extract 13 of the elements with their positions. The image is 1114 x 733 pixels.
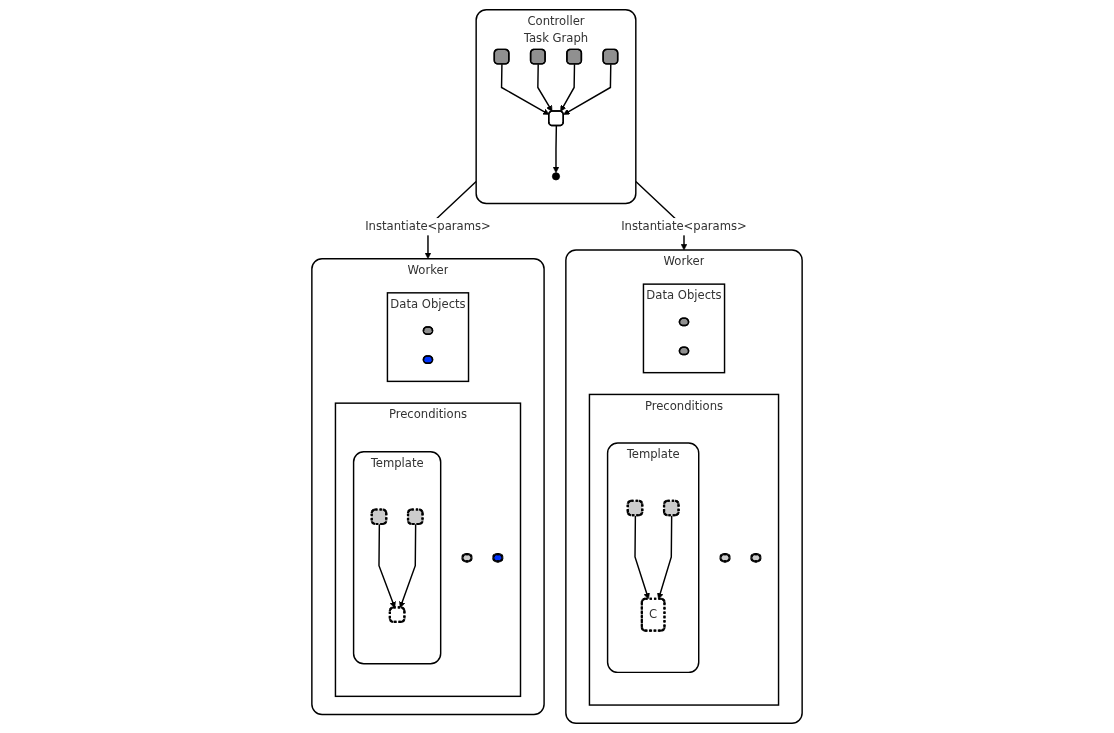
cluster: Template <box>352 451 442 665</box>
arrow <box>537 63 553 112</box>
cluster: Controller Task Graph <box>475 9 637 205</box>
arrow <box>500 63 550 115</box>
cluster: Data Objects <box>642 283 726 374</box>
arrow <box>378 523 396 609</box>
edge-label: Instantiate<params> <box>365 219 491 234</box>
arrow <box>399 523 417 609</box>
arrow <box>560 63 576 112</box>
arrow <box>552 125 560 173</box>
cluster: Data Objects <box>386 292 470 383</box>
edge-label: Instantiate<params> <box>621 219 747 234</box>
arrow <box>563 63 612 115</box>
